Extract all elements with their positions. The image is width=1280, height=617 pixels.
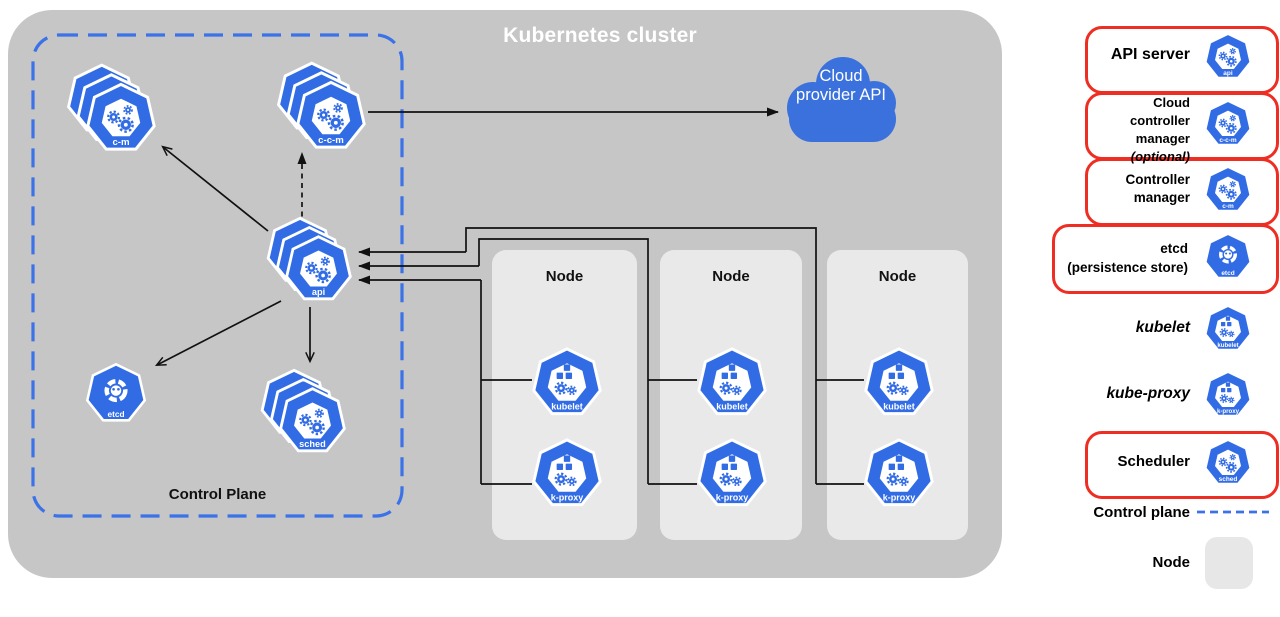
legend-label-scheduler: Scheduler	[1117, 453, 1190, 470]
kproxy-hexagon-node2: k-proxy	[697, 438, 767, 507]
hex-label: k-proxy	[716, 493, 749, 503]
legend-label-control-plane: Control plane	[1093, 504, 1190, 521]
controller-manager-hexagon: c-m	[67, 63, 156, 151]
legend-label-persistence-store: (persistence store)	[1067, 260, 1188, 275]
legend-label-api-server: API server	[1110, 46, 1190, 63]
kubelet-hexagon-node3: kubelet	[864, 347, 934, 416]
hex-label: k-proxy	[883, 493, 916, 503]
legend-label-controller-manager: Controller manager	[1125, 172, 1190, 205]
kubelet-hexagon-node2: kubelet	[697, 347, 767, 416]
node-label: Node	[712, 268, 750, 285]
hex-label: sched	[299, 439, 326, 449]
hex-label: c-m	[1222, 203, 1234, 210]
cloud-provider-api-label: Cloud provider API	[796, 67, 886, 104]
node-label: Node	[545, 268, 584, 285]
legend-sched-hexagon: sched	[1204, 439, 1252, 485]
legend-label-cloud-controller-manager: Cloud controller manager (optional)	[1090, 94, 1190, 166]
hex-label: etcd	[107, 409, 124, 419]
hex-label: k-proxy	[551, 493, 584, 503]
legend-label-node: Node	[1152, 554, 1191, 571]
hex-label: c-c-m	[318, 135, 344, 146]
legend-api-hexagon: api	[1204, 33, 1252, 79]
legend-kubelet-hexagon: kubelet	[1204, 305, 1252, 351]
legend-control-plane-dashed-line	[1197, 510, 1269, 514]
hex-label: c-c-m	[1219, 137, 1237, 144]
hex-label: kubelet	[551, 402, 583, 412]
kproxy-hexagon-node3: k-proxy	[864, 438, 934, 507]
legend-node-swatch	[1205, 537, 1253, 589]
hex-label: api	[1223, 70, 1233, 77]
legend-label-optional: (optional)	[1130, 149, 1190, 164]
api-server-hexagon: api	[266, 216, 352, 301]
control-plane-label: Control Plane	[168, 486, 267, 503]
hex-label: sched	[1219, 476, 1238, 483]
kproxy-hexagon-node1: k-proxy	[532, 438, 602, 507]
node-label: Node	[878, 268, 917, 285]
etcd-hexagon: etcd	[86, 363, 146, 422]
legend-label-etcd: etcd (persistence store)	[1053, 239, 1188, 277]
cloud-provider-api-shape	[787, 57, 896, 142]
hex-label: api	[312, 287, 325, 297]
legend-kproxy-hexagon: k-proxy	[1204, 371, 1252, 417]
cluster-title: Kubernetes cluster	[503, 24, 697, 47]
legend-label-kubelet: kubelet	[1135, 319, 1190, 336]
legend-ccm-hexagon: c-c-m	[1204, 100, 1252, 146]
scheduler-hexagon: sched	[260, 368, 346, 453]
hex-label: k-proxy	[1217, 408, 1240, 415]
hex-label: c-m	[112, 137, 129, 148]
hex-label: kubelet	[716, 402, 748, 412]
hex-label: kubelet	[883, 402, 915, 412]
hex-label: etcd	[1221, 270, 1234, 277]
legend-etcd-hexagon: etcd	[1204, 233, 1252, 279]
legend-cm-hexagon: c-m	[1204, 166, 1252, 212]
cloud-controller-manager-hexagon: c-c-m	[277, 61, 366, 149]
kubelet-hexagon-node1: kubelet	[532, 347, 602, 416]
legend-label-text: Cloud controller manager	[1130, 95, 1190, 146]
legend-label-text: etcd	[1160, 241, 1188, 256]
hex-label: kubelet	[1217, 342, 1238, 349]
legend-label-kube-proxy: kube-proxy	[1106, 385, 1190, 402]
